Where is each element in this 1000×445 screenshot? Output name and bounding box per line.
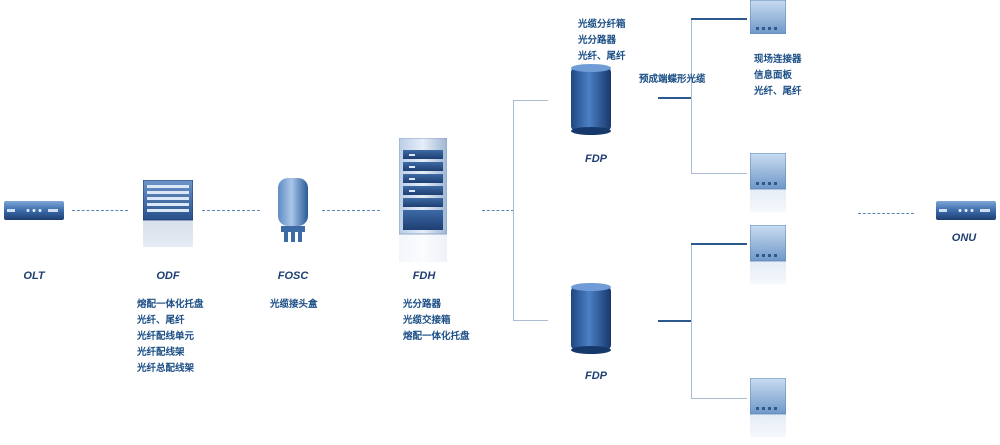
terminal-box-icon	[749, 224, 787, 284]
fdp-bottom-branch-1	[691, 243, 747, 245]
fdp-top-icon	[571, 64, 611, 135]
onu-icon	[936, 201, 996, 220]
fdh-component: 光分路器	[403, 299, 442, 310]
fdh-tree-bottom	[513, 320, 548, 321]
olt-label: OLT	[23, 270, 45, 282]
terminal-box	[749, 0, 787, 35]
fdp-top-device	[571, 63, 611, 141]
terminal-box	[749, 377, 787, 438]
terminal-box	[749, 224, 787, 285]
fdh-component: 光缆交接箱	[403, 315, 451, 326]
odf-component: 光纤、尾纤	[137, 315, 185, 326]
fdp-bottom-icon	[571, 283, 611, 354]
fdp-bottom-label: FDP	[585, 370, 607, 382]
olt-icon	[4, 201, 64, 220]
fdh-component: 熔配一体化托盘	[403, 331, 470, 342]
fdh-device	[398, 137, 448, 262]
fdp-bottom-vertical	[691, 243, 692, 399]
fdp-top-components: 光缆分纤箱 光分路器 光纤、尾纤	[578, 17, 626, 65]
terminal-box-components: 现场连接器 信息面板 光纤、尾纤	[754, 52, 802, 100]
fdh-tree-vertical	[513, 100, 514, 320]
terminal-box-icon	[749, 377, 787, 437]
odf-components: 熔配一体化托盘 光纤、尾纤 光纤配线单元 光纤配线架 光纤总配线架	[137, 297, 204, 377]
olt-odf-link	[72, 210, 128, 212]
fosc-label: FOSC	[277, 270, 309, 282]
fdp-top-component: 光纤、尾纤	[578, 51, 626, 62]
onu-link	[858, 213, 914, 215]
fdp-top-vertical	[691, 18, 692, 174]
fdh-icon	[398, 137, 448, 262]
terminal-box-icon	[749, 152, 787, 212]
fdp-top-component: 光分路器	[578, 35, 617, 46]
fdh-branch-link	[482, 210, 514, 212]
fdp-bottom-out	[658, 320, 692, 322]
odf-fosc-link	[202, 210, 260, 212]
onu-device	[936, 201, 996, 220]
odf-component: 光纤配线单元	[137, 331, 195, 342]
odf-label: ODF	[156, 270, 180, 282]
odf-component: 光纤总配线架	[137, 363, 195, 374]
terminal-box	[749, 152, 787, 213]
fdp-top-out	[658, 97, 692, 99]
fosc-icon	[278, 178, 308, 242]
odf-device	[142, 179, 194, 248]
odf-component: 光纤配线架	[137, 347, 185, 358]
terminal-box-component: 光纤、尾纤	[754, 86, 802, 97]
fdh-components: 光分路器 光缆交接箱 熔配一体化托盘	[403, 297, 470, 345]
odf-icon	[142, 179, 194, 247]
terminal-box-component: 现场连接器	[754, 54, 802, 65]
onu-label: ONU	[951, 232, 977, 244]
fosc-device	[275, 176, 311, 244]
fdp-top-label: FDP	[585, 153, 607, 165]
terminal-box-icon	[749, 0, 787, 35]
fdp-top-component: 光缆分纤箱	[578, 19, 626, 30]
fosc-components: 光缆接头盒	[270, 297, 318, 313]
fdp-top-branch-1	[691, 18, 747, 20]
olt-device	[4, 201, 64, 220]
fdh-label: FDH	[412, 270, 436, 282]
fdp-top-branch-2	[691, 173, 747, 174]
fosc-fdh-link	[322, 210, 380, 212]
drop-cable-label: 预成端蝶形光缆	[639, 74, 706, 85]
fdp-bottom-branch-2	[691, 398, 747, 399]
odf-component: 熔配一体化托盘	[137, 299, 204, 310]
fdh-tree-top	[513, 100, 548, 101]
fosc-component: 光缆接头盒	[270, 299, 318, 310]
fdp-bottom-device	[571, 282, 611, 360]
terminal-box-component: 信息面板	[754, 70, 793, 81]
